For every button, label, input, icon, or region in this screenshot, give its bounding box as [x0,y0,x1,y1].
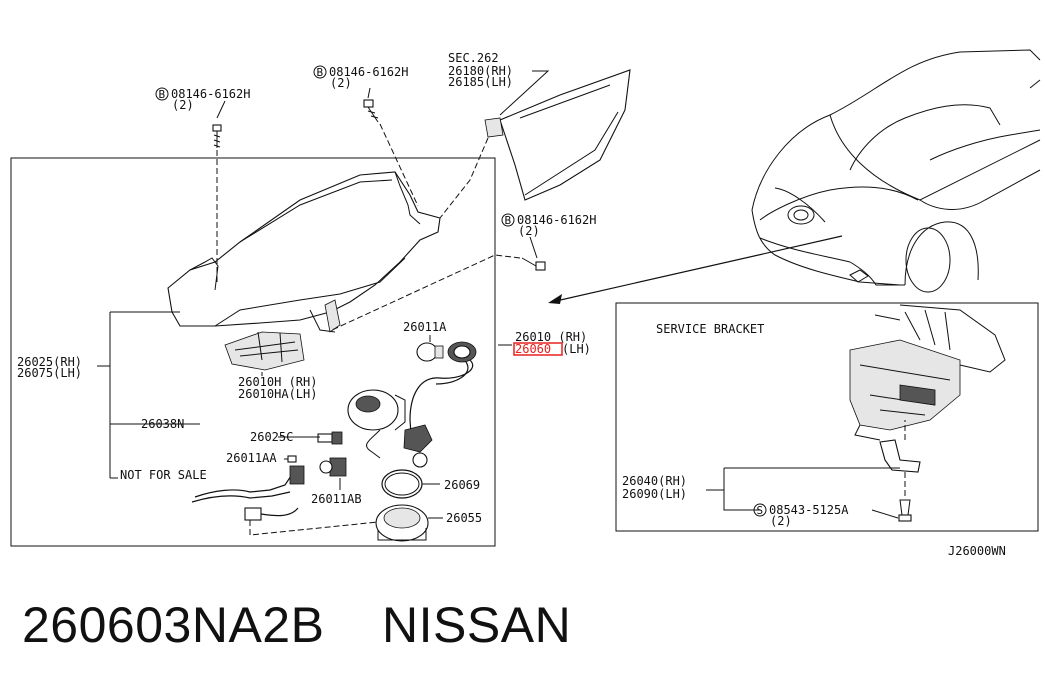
bolt-symbol-top-left: B [155,87,169,101]
service-bracket-part[interactable] [879,420,921,522]
bulb-26025c[interactable] [317,431,343,445]
leader-assy [97,311,200,479]
label-assy-rh: 26025(RH) [17,355,82,369]
part-number-caption: 260603NA2B NISSAN [22,597,572,653]
label-screw: 08543-5125A [769,503,849,517]
label-bulb-aa: 26011AA [226,451,277,465]
label-bolt-top-left-qty: (2) [172,98,194,112]
upper-cover-part[interactable] [484,69,631,201]
label-bracket-lh: 26010HA(LH) [238,387,317,401]
connector-cluster[interactable] [366,424,433,468]
label-bulb-a: 26011A [403,320,447,334]
label-sec-lh: 26185(LH) [448,75,513,89]
bulb-26011a[interactable] [416,342,444,362]
svg-text:S: S [757,504,764,517]
bolt-symbol-top-mid: B [313,65,327,79]
car-front-sketch [751,49,1041,293]
label-cover: 26055 [446,511,482,525]
label-bolt-right: 08146-6162H [517,213,596,227]
bulb-26011aa[interactable] [287,455,297,463]
label-screw-qty: (2) [770,514,792,528]
socket-harness[interactable] [409,341,477,449]
label-sec-ref: SEC.262 [448,51,499,65]
label-socket-lh-side: (LH) [562,342,591,356]
pointer-arrow-line [555,235,843,302]
bolt-top-left[interactable] [212,124,222,148]
pointer-arrowhead [548,294,562,304]
wire-harness[interactable] [191,465,379,536]
label-sec-rh: 26180(RH) [448,64,513,78]
o-ring[interactable] [381,469,423,499]
label-bolt-top-mid-qty: (2) [330,76,352,90]
bolt-symbol-right: B [501,213,515,227]
svg-text:B: B [317,66,324,79]
svg-text:B: B [505,214,512,227]
bolt-top-mid[interactable] [363,99,379,123]
service-bracket-frame [615,302,1039,532]
label-bolt-top-mid: 08146-6162H [329,65,408,79]
label-bulb-c: 26025C [250,430,293,444]
label-assy-lh: 26075(LH) [17,366,82,380]
label-socket-lh-part: 26060 [515,342,551,356]
label-bolt-top-left: 08146-6162H [171,87,250,101]
screw-symbol: S [753,503,767,517]
service-bracket-detail [849,304,1006,441]
label-not-for-sale: NOT FOR SALE [120,468,207,482]
rear-cover[interactable] [375,504,429,542]
label-bolt-right-qty: (2) [518,224,540,238]
label-service-title: SERVICE BRACKET [656,322,764,336]
svg-text:B: B [159,88,166,101]
label-sb-rh: 26040(RH) [622,474,687,488]
label-ring: 26069 [444,478,480,492]
round-cap[interactable] [347,389,406,431]
label-bulb-ab: 26011AB [311,492,362,506]
bulb-26011ab[interactable] [319,457,347,477]
label-sb-lh: 26090(LH) [622,487,687,501]
label-socket-rh: 26010 (RH) [515,330,587,344]
side-bracket[interactable] [224,331,305,371]
highlight-box [513,342,563,356]
assembly-frame [10,157,496,547]
label-drawing-code: J26000WN [948,544,1006,558]
bolt-right[interactable] [521,257,546,271]
label-cap: 26038N [141,417,184,431]
label-bracket-rh: 26010H (RH) [238,375,317,389]
headlamp-housing[interactable] [167,171,441,333]
